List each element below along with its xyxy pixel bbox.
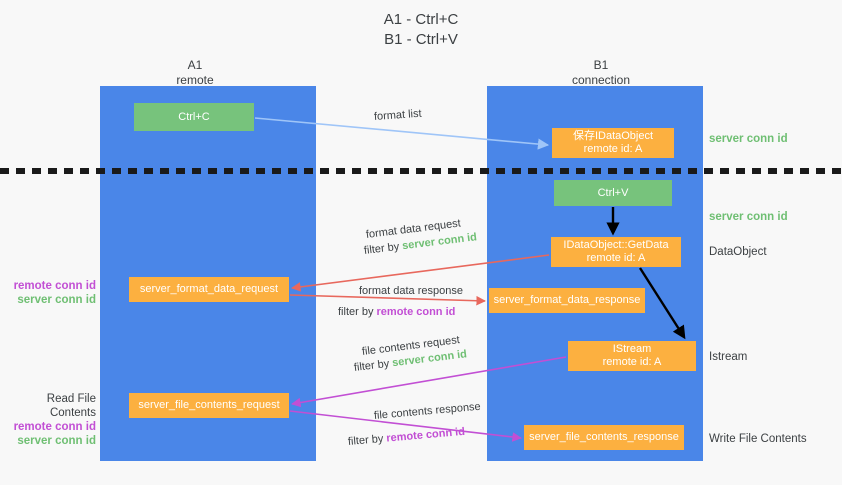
column-b1-name: B1 [593, 58, 609, 72]
label-server-conn-id-top: server conn id [709, 133, 788, 145]
box-server-format-data-request[interactable]: server_format_data_request [129, 277, 289, 302]
box-ctrl-v[interactable]: Ctrl+V [554, 180, 672, 206]
label-server-conn-id-mid: server conn id [709, 211, 788, 223]
filter-prefix-2: filter by [338, 306, 377, 318]
label-dataobject: DataObject [709, 246, 767, 258]
box-server-file-contents-response-label: server_file_contents_response [529, 431, 679, 443]
box-idataobject-getdata-line-2: remote id: A [586, 252, 646, 264]
box-server-format-data-response[interactable]: server_format_data_response [489, 288, 645, 313]
column-header-a1: A1 remote [100, 58, 290, 88]
label-server-conn-id-2: server conn id [17, 435, 96, 447]
box-server-file-contents-request-label: server_file_contents_request [138, 399, 280, 411]
box-ctrl-c-label: Ctrl+C [178, 110, 210, 123]
column-header-b1: B1 connection [487, 58, 715, 88]
box-istream[interactable]: IStream remote id: A [568, 341, 696, 371]
column-b1-sub: connection [571, 73, 631, 87]
column-a1-sub: remote [176, 73, 214, 87]
label-remote-conn-id-1: remote conn id [13, 280, 96, 292]
column-a1-name: A1 [187, 58, 203, 72]
box-server-format-data-request-label: server_format_data_request [139, 283, 279, 295]
label-server-conn-id-1: server conn id [17, 294, 96, 306]
label-remote-conn-id-2: remote conn id [13, 421, 96, 433]
filter-prefix-4: filter by [347, 432, 387, 448]
box-server-file-contents-request[interactable]: server_file_contents_request [129, 393, 289, 418]
box-idataobject-getdata-line-1: IDataObject::GetData [563, 239, 669, 251]
box-server-file-contents-response[interactable]: server_file_contents_response [524, 425, 684, 450]
filter-value-2: remote conn id [376, 306, 456, 318]
arrow-label-format-data-response-filter: filter by remote conn id [338, 305, 455, 319]
arrow-label-format-data-response: format data response [359, 285, 463, 297]
arrow-label-file-contents-response-filter: filter by remote conn id [347, 425, 465, 449]
box-ctrl-c[interactable]: Ctrl+C [134, 103, 254, 131]
label-istream: Istream [709, 351, 748, 363]
box-idataobject-getdata[interactable]: IDataObject::GetData remote id: A [551, 237, 681, 267]
box-save-idataobject-line-1: 保存IDataObject [572, 130, 654, 142]
box-ctrl-v-label: Ctrl+V [597, 186, 629, 199]
title-line-1: A1 - Ctrl+C [383, 11, 459, 28]
box-istream-line-2: remote id: A [602, 356, 662, 368]
filter-prefix-3: filter by [353, 357, 393, 374]
label-write-file-contents: Write File Contents [709, 433, 807, 445]
box-save-idataobject-line-2: remote id: A [583, 143, 643, 155]
arrow-label-file-contents-response: file contents response [373, 400, 482, 422]
box-save-idataobject[interactable]: 保存IDataObject remote id: A [552, 128, 674, 158]
title-line-2: B1 - Ctrl+V [384, 31, 458, 48]
arrow-label-format-list: format list [373, 107, 422, 123]
filter-value-4: remote conn id [385, 425, 466, 445]
page-title: A1 - Ctrl+C B1 - Ctrl+V [0, 10, 842, 50]
label-group-format-data: remote conn id server conn id [8, 279, 96, 307]
box-istream-line-1: IStream [612, 343, 652, 355]
label-group-file-contents: Read File Contents remote conn id server… [4, 392, 96, 448]
box-server-format-data-response-label: server_format_data_response [493, 294, 641, 306]
filter-prefix-1: filter by [363, 240, 403, 257]
label-read-file-contents: Read File Contents [46, 393, 96, 419]
